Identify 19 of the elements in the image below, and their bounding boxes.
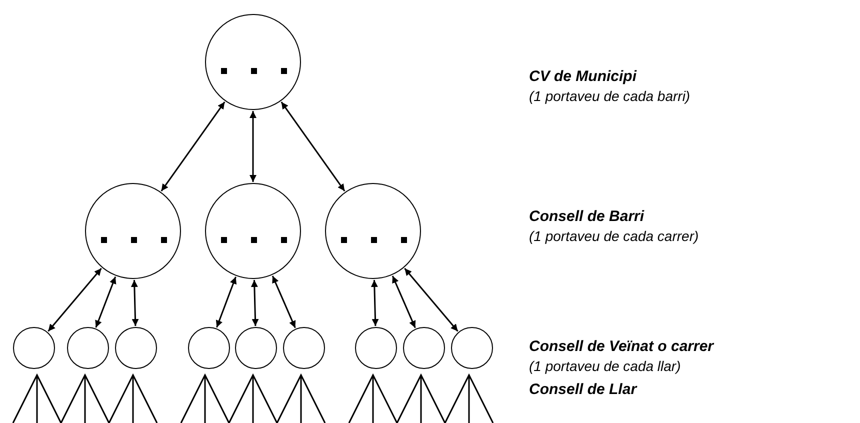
level-heading: Consell de Barri [529,208,644,227]
level-heading: Consell de Veïnat o carrer [529,338,714,357]
level-note: (1 portaveu de cada llar) [529,358,681,376]
arrow [370,280,379,326]
level-note: (1 portaveu de cada barri) [529,88,690,106]
arrow [48,268,102,332]
arrow [280,102,346,192]
level-heading: CV de Municipi [529,68,637,87]
level-heading: Consell de Llar [529,381,637,400]
arrow [250,111,256,182]
level-note: (1 portaveu de cada carrer) [529,228,699,246]
arrow [95,276,116,328]
arrow [130,280,139,326]
arrow [392,276,416,328]
arrow [404,268,458,332]
arrow [216,276,237,328]
arrow [272,276,296,328]
arrow [160,102,226,192]
arrow [250,280,259,326]
